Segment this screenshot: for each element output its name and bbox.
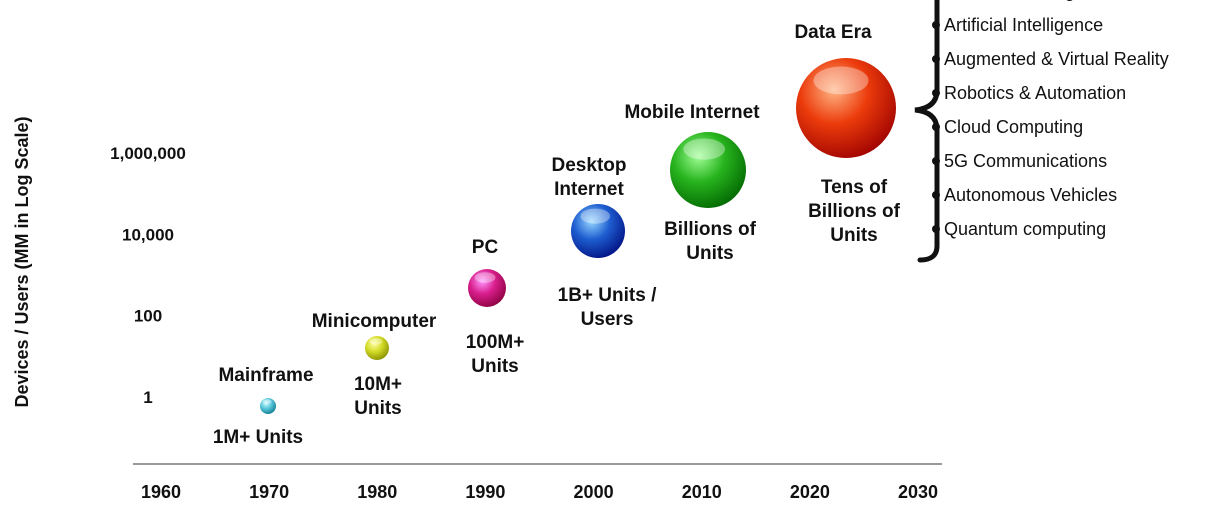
era-units: 100M+ xyxy=(466,332,525,353)
era-bubbles xyxy=(260,58,896,414)
technology-item: Quantum computing xyxy=(944,219,1106,239)
era-bubble xyxy=(365,336,389,360)
era-bubble xyxy=(260,398,276,414)
bubble-highlight xyxy=(474,272,496,283)
technology-item: Internet of Things xyxy=(944,0,1084,1)
bubble-highlight xyxy=(262,399,272,404)
bubble-highlight xyxy=(683,138,726,160)
era-bubble xyxy=(796,58,896,158)
technology-bracket xyxy=(914,0,940,263)
bubble-highlight xyxy=(580,208,611,224)
era-bubble xyxy=(670,132,746,208)
bullet-icon xyxy=(932,225,940,233)
y-tick-label: 1,000,000 xyxy=(110,144,186,163)
era-units: Billions of xyxy=(808,201,901,222)
era-units: Users xyxy=(581,309,634,330)
era-units: Units xyxy=(471,356,519,377)
x-tick-label: 1980 xyxy=(357,482,397,502)
era-name: Mainframe xyxy=(218,365,313,386)
era-name: Mobile Internet xyxy=(624,102,760,123)
bullet-icon xyxy=(932,157,940,165)
bullet-icon xyxy=(932,123,940,131)
technology-item: Autonomous Vehicles xyxy=(944,185,1117,205)
x-tick-label: 1970 xyxy=(249,482,289,502)
x-tick-label: 1960 xyxy=(141,482,181,502)
bullet-icon xyxy=(932,55,940,63)
x-tick-label: 2020 xyxy=(790,482,830,502)
technology-item: 5G Communications xyxy=(944,151,1107,171)
y-tick-label: 1 xyxy=(143,388,152,407)
technology-item: Augmented & Virtual Reality xyxy=(944,49,1169,69)
era-name: PC xyxy=(472,237,499,258)
era-name: Internet xyxy=(554,179,624,200)
bullet-icon xyxy=(932,89,940,97)
bubble-highlight xyxy=(813,66,869,95)
y-tick-labels: 1 100 10,000 1,000,000 xyxy=(110,144,186,407)
era-units: 10M+ xyxy=(354,374,402,395)
era-units: Tens of xyxy=(821,177,888,198)
bullet-icon xyxy=(932,21,940,29)
y-axis-label: Devices / Users (MM in Log Scale) xyxy=(12,116,32,407)
x-tick-labels: 1960 1970 1980 1990 2000 2010 2020 2030 xyxy=(141,482,938,502)
y-tick-label: 10,000 xyxy=(122,225,174,244)
y-tick-label: 100 xyxy=(134,307,162,326)
era-name: Data Era xyxy=(794,22,872,43)
bullet-icon xyxy=(932,191,940,199)
era-bubble xyxy=(468,269,506,307)
x-tick-label: 2000 xyxy=(574,482,614,502)
x-tick-label: 2030 xyxy=(898,482,938,502)
era-units: Units xyxy=(686,243,734,264)
era-units: Units xyxy=(830,225,878,246)
era-units: 1B+ Units / xyxy=(558,285,657,306)
era-units: Billions of xyxy=(664,219,757,240)
era-name: Desktop xyxy=(552,155,627,176)
x-tick-label: 1990 xyxy=(465,482,505,502)
era-units: Units xyxy=(354,398,402,419)
technology-item: Cloud Computing xyxy=(944,117,1083,137)
x-tick-label: 2010 xyxy=(682,482,722,502)
technology-list: Internet of ThingsArtificial Intelligenc… xyxy=(932,0,1169,239)
bubble-highlight xyxy=(369,338,383,345)
era-units: 1M+ Units xyxy=(213,427,303,448)
era-name: Minicomputer xyxy=(312,311,437,332)
technology-item: Robotics & Automation xyxy=(944,83,1126,103)
era-bubble xyxy=(571,204,625,258)
technology-item: Artificial Intelligence xyxy=(944,15,1103,35)
